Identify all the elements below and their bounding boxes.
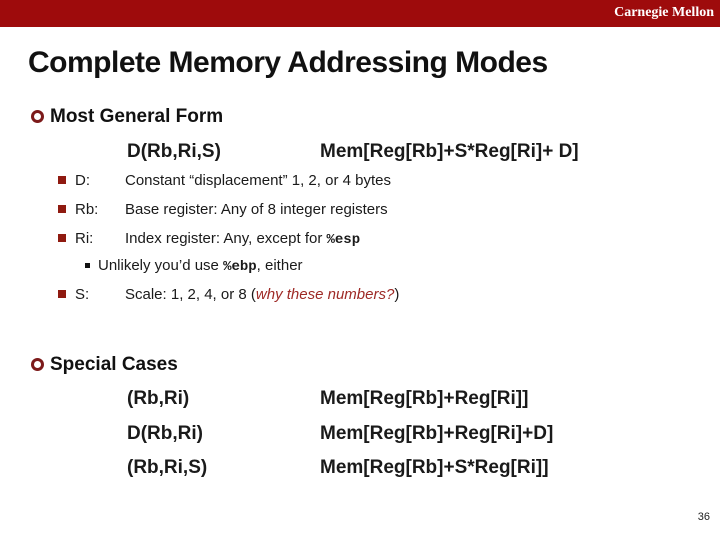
sub-item-post: , either [256, 257, 303, 274]
slide-title: Complete Memory Addressing Modes [28, 46, 548, 79]
item-desc-text: Index register: Any, except for [125, 230, 327, 247]
item-term: S: [75, 286, 90, 303]
item-desc: Constant “displacement” 1, 2, or 4 bytes [125, 172, 391, 190]
case-notation: (Rb,Ri) [127, 388, 190, 409]
special-heading-row: Special Cases [0, 354, 720, 378]
item-desc: Scale: 1, 2, 4, or 8 (why these numbers?… [125, 286, 399, 303]
top-bar: Carnegie Mellon [0, 0, 720, 27]
item-term: Rb: [75, 201, 99, 218]
item-term: D: [75, 172, 90, 189]
sub-item-pre: Unlikely you’d use [98, 257, 224, 274]
sub-bullet-icon [85, 263, 90, 268]
sub-item-text: Unlikely you’d use %ebp, either [98, 257, 303, 275]
page-number: 36 [697, 511, 710, 523]
brand-wordmark: Carnegie Mellon [614, 5, 714, 20]
special-heading: Special Cases [50, 354, 178, 375]
item-desc-text: Constant “displacement” 1, 2, or 4 bytes [125, 172, 391, 189]
form-meaning: Mem[Reg[Rb]+S*Reg[Ri]+ D] [320, 141, 579, 162]
general-heading-row: Most General Form [0, 106, 720, 130]
item-bullet-icon [58, 234, 66, 242]
item-bullet-icon [58, 290, 66, 298]
item-desc-text: Base register: Any of 8 integer register… [125, 201, 388, 218]
item-desc-code: %esp [326, 232, 361, 248]
item-bullet-icon [58, 205, 66, 213]
item-bullet-icon [58, 176, 66, 184]
case-meaning: Mem[Reg[Rb]+S*Reg[Ri]] [320, 457, 549, 478]
case-meaning: Mem[Reg[Rb]+Reg[Ri]+D] [320, 423, 554, 444]
case-meaning: Mem[Reg[Rb]+Reg[Ri]] [320, 388, 529, 409]
form-notation: D(Rb,Ri,S) [127, 141, 221, 162]
sub-item-code: %ebp [223, 259, 257, 275]
scale-pre: Scale: 1, 2, 4, or 8 ( [125, 286, 256, 303]
item-term: Ri: [75, 230, 94, 247]
general-heading: Most General Form [50, 106, 224, 127]
item-desc: Base register: Any of 8 integer register… [125, 201, 388, 219]
scale-question: why these numbers? [255, 286, 395, 303]
case-notation: D(Rb,Ri) [127, 423, 203, 444]
case-notation: (Rb,Ri,S) [127, 457, 208, 478]
item-desc: Index register: Any, except for %esp [125, 230, 360, 248]
section-bullet-icon [31, 358, 44, 371]
section-bullet-icon [31, 110, 44, 123]
scale-post: ) [394, 286, 400, 303]
